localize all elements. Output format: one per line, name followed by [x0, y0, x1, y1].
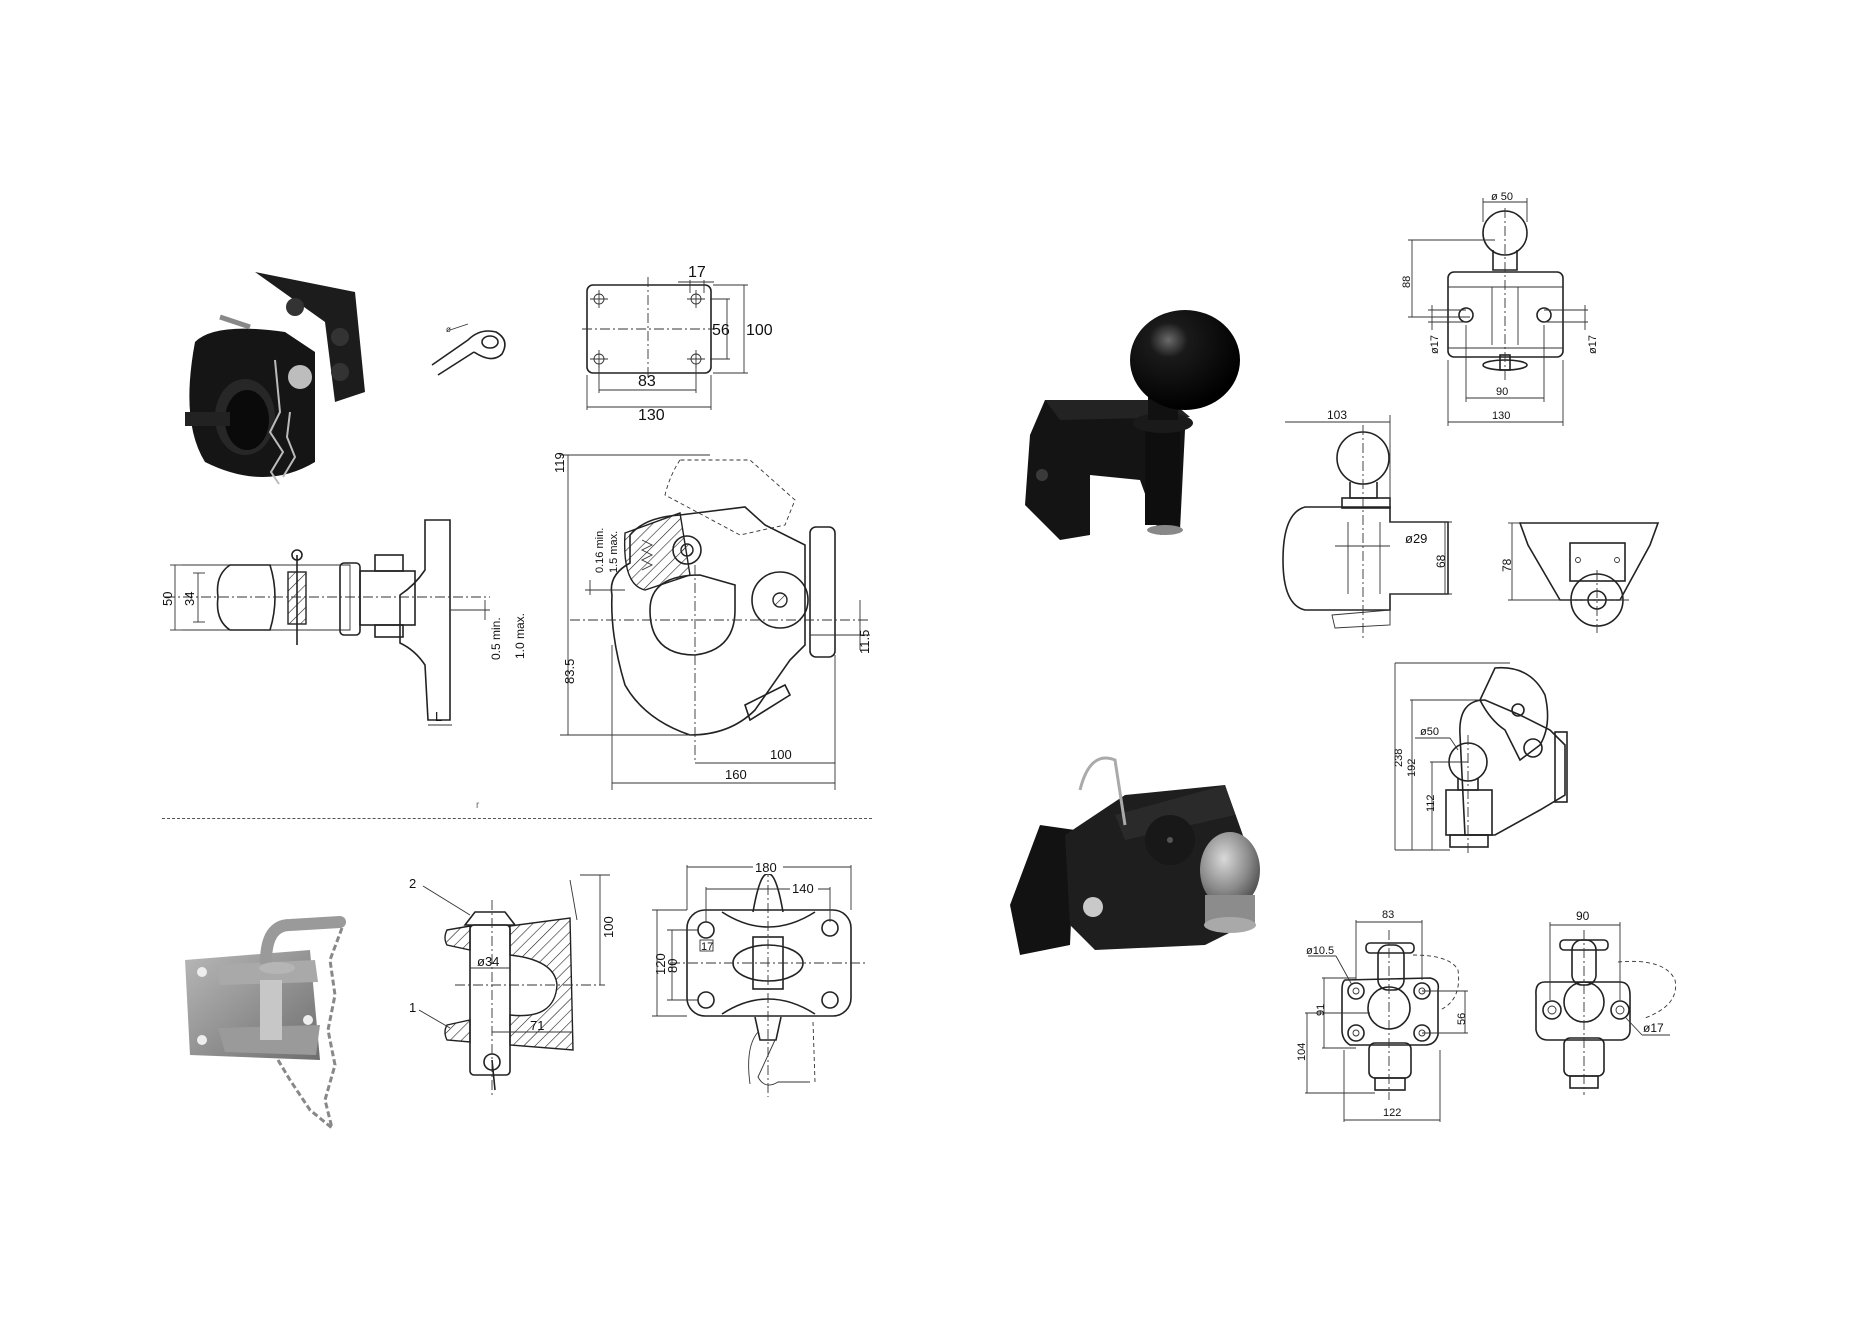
section-divider: [162, 818, 872, 819]
svg-text:0.5 min.: 0.5 min.: [489, 617, 503, 660]
combination-side-drawing: 238 192 ø50 112: [1390, 660, 1640, 885]
svg-text:104: 104: [1296, 1043, 1308, 1061]
svg-text:ø 50: ø 50: [1491, 191, 1513, 203]
ball-hitch-side-drawing: 103 ø29 68: [1280, 408, 1480, 640]
svg-text:119: 119: [552, 452, 567, 473]
svg-text:140: 140: [792, 881, 814, 896]
svg-text:130: 130: [1492, 410, 1510, 422]
combination-front-drawing-b: 90 ø17: [1530, 909, 1710, 1110]
svg-text:56: 56: [712, 322, 730, 339]
svg-text:17: 17: [701, 941, 713, 953]
clevis-coupling-photo: [170, 900, 360, 1135]
svg-text:83: 83: [1382, 909, 1394, 921]
combination-front-drawing-a: 83 ø10.5 91 104 56 122: [1296, 909, 1510, 1130]
svg-text:100: 100: [601, 916, 616, 938]
svg-text:34: 34: [182, 592, 197, 606]
pintle-front-view-drawing: 119 0.16 min. 1.5 max. 83.5 11.5 100 160: [550, 445, 890, 795]
ball-hitch-front-drawing: ø 50 88 ø17 ø17 90 130: [1400, 190, 1620, 430]
svg-text:160: 160: [725, 767, 747, 782]
svg-text:ø17: ø17: [1643, 1021, 1664, 1035]
svg-text:83: 83: [638, 373, 656, 390]
svg-text:ø17: ø17: [1587, 335, 1599, 354]
svg-text:ø29: ø29: [1405, 531, 1427, 546]
ball-hitch-end-drawing: 78: [1490, 515, 1690, 635]
svg-text:90: 90: [1576, 909, 1590, 923]
svg-text:ø: ø: [446, 325, 451, 334]
svg-text:17: 17: [688, 264, 706, 281]
svg-text:180: 180: [755, 860, 777, 875]
mount-plate-drawing: 17 56 100 83 130: [580, 255, 780, 425]
svg-text:71: 71: [530, 1018, 544, 1033]
svg-text:68: 68: [1434, 554, 1448, 568]
ball-hitch-photo: [1020, 305, 1260, 565]
clevis-section-drawing: 2 1 ø34 100 71: [405, 870, 645, 1110]
svg-text:120: 120: [653, 953, 668, 975]
svg-text:50: 50: [160, 592, 175, 606]
svg-text:238: 238: [1393, 749, 1405, 767]
svg-text:83.5: 83.5: [562, 659, 577, 684]
svg-text:100: 100: [770, 747, 792, 762]
svg-text:103: 103: [1327, 408, 1347, 422]
svg-text:100: 100: [746, 322, 773, 339]
svg-text:1.5 max.: 1.5 max.: [608, 531, 620, 573]
svg-text:11.5: 11.5: [857, 630, 872, 654]
svg-text:1: 1: [409, 1000, 416, 1015]
svg-text:78: 78: [1500, 558, 1514, 572]
combination-coupling-photo: [1005, 745, 1305, 975]
pintle-hook-photo: [175, 262, 375, 497]
svg-text:91: 91: [1315, 1004, 1327, 1016]
svg-text:L: L: [435, 709, 442, 724]
svg-text:192: 192: [1406, 759, 1418, 777]
svg-text:0.16 min.: 0.16 min.: [594, 528, 606, 573]
pintle-side-view-drawing: 50 34 0.5 min. 1.0 max. L: [160, 515, 527, 740]
svg-text:ø50: ø50: [1420, 726, 1439, 738]
svg-text:112: 112: [1425, 794, 1437, 812]
svg-text:2: 2: [409, 876, 416, 891]
stray-mark: r: [476, 800, 480, 811]
lunette-eye-icon: ø: [430, 320, 520, 380]
svg-text:88: 88: [1401, 276, 1413, 288]
svg-text:1.0 max.: 1.0 max.: [513, 613, 527, 659]
svg-text:122: 122: [1383, 1107, 1401, 1119]
svg-text:ø10.5: ø10.5: [1306, 945, 1334, 957]
svg-text:90: 90: [1496, 386, 1508, 398]
clevis-plan-drawing: 180 140 120 80 17: [650, 860, 870, 1102]
svg-text:56: 56: [1456, 1013, 1468, 1025]
svg-text:130: 130: [638, 407, 665, 424]
svg-text:80: 80: [665, 959, 680, 973]
svg-text:ø17: ø17: [1429, 335, 1441, 354]
svg-text:ø34: ø34: [477, 954, 499, 969]
